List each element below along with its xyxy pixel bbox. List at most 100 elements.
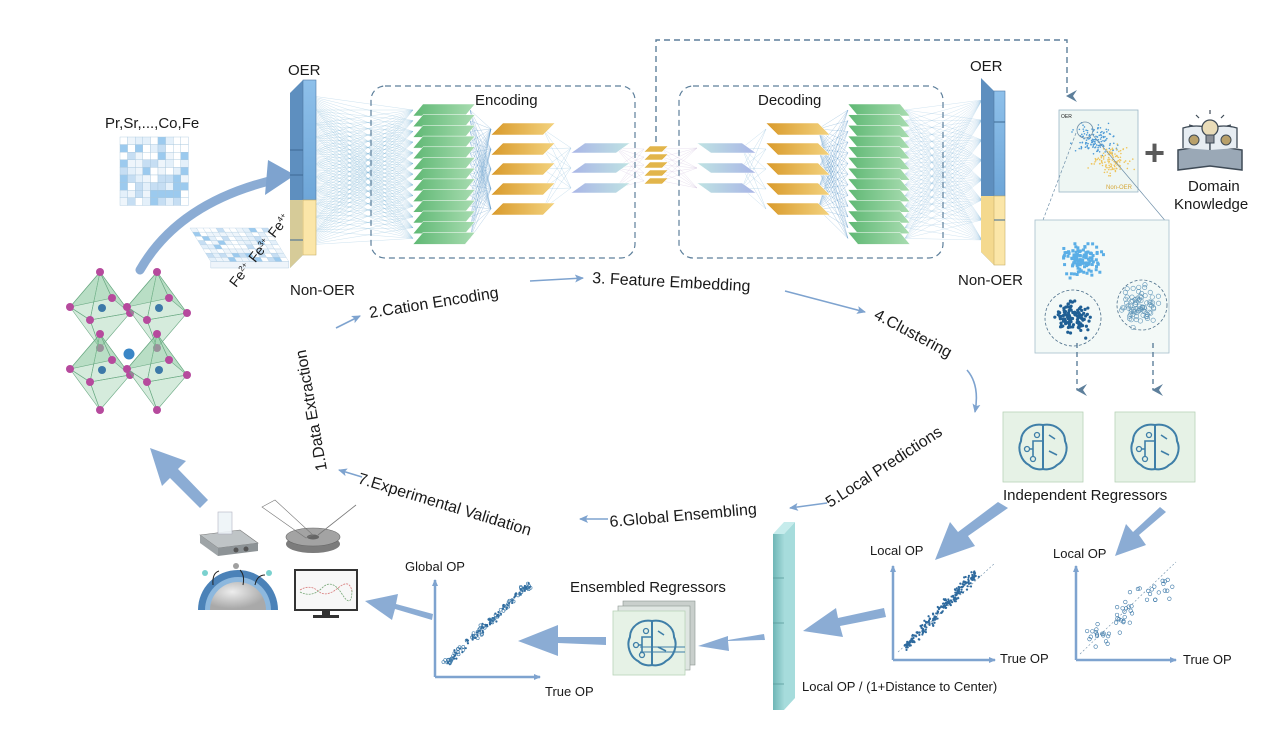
scatter-point: [498, 608, 503, 612]
connection: [904, 120, 983, 221]
scatter-point: [1085, 134, 1088, 136]
connection: [615, 167, 645, 182]
matrix-cell: [165, 159, 174, 168]
scatter-point: [1108, 161, 1110, 164]
scatter-point: [475, 636, 480, 641]
scatter-point: [1144, 597, 1150, 602]
input-arrow: [135, 173, 287, 275]
scatter-point: [1085, 141, 1088, 144]
scatter-point: [1127, 590, 1133, 595]
layer-node: [847, 157, 911, 170]
scatter-point: [906, 641, 909, 645]
scatter-point: [1087, 637, 1092, 642]
cluster-b-point: [1067, 305, 1072, 310]
cluster-a-point: [1082, 270, 1086, 274]
connection: [904, 119, 983, 218]
global-to-experiment-arrow: [365, 594, 433, 620]
scatter-point: [963, 583, 966, 586]
cluster-c-point: [1122, 289, 1128, 295]
cluster-c-point: [1135, 298, 1141, 304]
matrix-cell: [180, 174, 189, 183]
scatter-point: [1108, 158, 1111, 161]
matrix-cell: [150, 167, 159, 176]
scatter-point: [523, 584, 527, 588]
scatter-point: [963, 576, 966, 579]
cluster-a-point: [1079, 260, 1083, 264]
scatter-point: [1108, 147, 1111, 150]
zoom-circle: [1076, 121, 1094, 139]
scatter-point: [1107, 158, 1109, 161]
connection: [469, 206, 492, 210]
scatter-point: [1162, 579, 1168, 584]
scatter-point: [945, 603, 948, 607]
scatter-point: [908, 642, 911, 645]
connection: [817, 148, 849, 218]
scatter-point: [961, 591, 965, 594]
scatter-point: [1096, 158, 1099, 161]
scatter-point: [1101, 164, 1104, 167]
scatter-point: [966, 585, 969, 588]
connection: [304, 152, 414, 171]
latent-space-mini-plot: [1058, 109, 1139, 193]
scatter-point: [1098, 158, 1101, 161]
matrix-cell: [180, 182, 189, 191]
scatter-point: [1082, 130, 1085, 133]
connection: [304, 141, 414, 156]
connection: [904, 141, 983, 221]
scatter-point: [1099, 144, 1101, 146]
plot-to-column-arrow: [803, 608, 886, 637]
cluster-c-point: [1149, 303, 1155, 309]
layer-node: [847, 167, 911, 181]
connection: [904, 238, 983, 241]
layer-node: [643, 145, 669, 153]
scatter-point: [918, 633, 921, 637]
layer-node: [643, 161, 669, 169]
connection: [817, 148, 849, 228]
local-scatter-1-points: [903, 570, 980, 652]
layer-node: [847, 200, 911, 213]
cluster-b-point: [1066, 302, 1070, 306]
connection: [817, 120, 849, 170]
cluster-a-point: [1072, 261, 1076, 265]
scatter-point: [924, 628, 927, 631]
matrix-cell: [127, 159, 136, 168]
connection: [661, 164, 698, 169]
encoding-label: Encoding: [475, 92, 538, 109]
layer-node: [412, 210, 476, 224]
connection: [304, 109, 414, 132]
scatter-point: [1085, 139, 1088, 141]
connection: [904, 199, 983, 239]
scatter-point: [1112, 135, 1115, 137]
cluster-a-point: [1100, 250, 1104, 254]
connection: [304, 109, 414, 171]
cluster-a-point: [1083, 245, 1087, 249]
cluster-c-point: [1148, 299, 1154, 305]
scatter-point: [1098, 162, 1101, 165]
connection: [817, 109, 849, 170]
connection: [817, 131, 849, 190]
scatter-point: [511, 601, 514, 605]
cluster-b-point: [1080, 308, 1084, 313]
scatter-point: [1108, 164, 1110, 167]
matrix-cell: [150, 189, 159, 198]
scatter-point: [1133, 168, 1136, 171]
scatter-point: [1113, 620, 1119, 625]
cluster-a-point: [1072, 255, 1076, 259]
scatter-point: [932, 617, 935, 621]
layer-node: [847, 103, 911, 117]
connection: [904, 120, 983, 241]
cluster-a-point: [1098, 270, 1102, 274]
output-feature-column: [981, 78, 1006, 266]
cluster-c-point: [1124, 300, 1130, 306]
scatter-point: [481, 629, 484, 632]
cluster-c-boundary: [1116, 279, 1168, 331]
connection: [469, 142, 492, 190]
cluster-a-point: [1074, 256, 1078, 260]
matrix-cell: [134, 159, 143, 168]
scatter-point: [927, 615, 930, 618]
step-6-label: 6.Global Ensembling: [609, 501, 758, 531]
cluster-a-point: [1068, 276, 1072, 280]
cluster-a-point: [1079, 269, 1083, 273]
connection: [741, 128, 767, 189]
cluster-b-point: [1077, 307, 1082, 311]
